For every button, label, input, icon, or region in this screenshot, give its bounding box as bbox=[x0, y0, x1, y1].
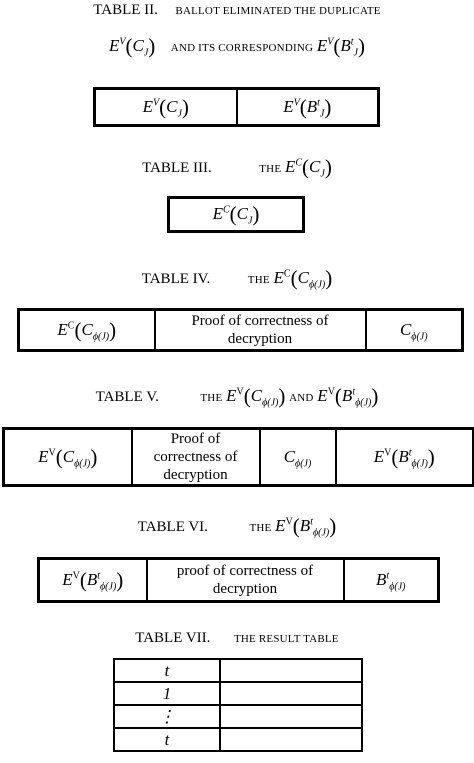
result-cell: ⋮ bbox=[113, 704, 221, 729]
table-iii: EC(CJ) bbox=[167, 196, 305, 233]
caption-text: BALLOT ELIMINATED THE DUPLICATE bbox=[175, 5, 381, 17]
table-ii-caption-line2: EV(CJ) AND ITS CORRESPONDING EV(BtJ) bbox=[109, 34, 365, 59]
cell-ev-cj: EV(CJ) bbox=[93, 87, 238, 127]
cell-cphi: Cϕ(J) bbox=[364, 308, 464, 352]
table-label: TABLE VI. bbox=[137, 519, 208, 535]
cell-ev-btphi: EV(Btϕ(J)) bbox=[334, 427, 474, 487]
caption-text: AND ITS CORRESPONDING bbox=[170, 42, 314, 54]
table-iii-caption: TABLE III. THE EC(CJ) bbox=[142, 155, 332, 180]
cell-ec-cj: EC(CJ) bbox=[167, 196, 305, 233]
result-table: t 1 ⋮ t bbox=[113, 658, 363, 752]
table-label: TABLE II. bbox=[93, 2, 158, 18]
table-iv: EC(Cϕ(J)) Proof of correctness of decryp… bbox=[17, 308, 464, 352]
cell-ev-cphi: EV(Cϕ(J)) bbox=[2, 427, 133, 487]
caption-text: THE bbox=[249, 522, 272, 534]
table-row: t bbox=[113, 727, 363, 752]
table-row: t bbox=[113, 658, 363, 683]
table-v: EV(Cϕ(J)) Proof of correctness of decryp… bbox=[2, 427, 474, 487]
table-label: TABLE III. bbox=[142, 160, 212, 176]
table-vi: EV(Btϕ(J)) proof of correctness of decry… bbox=[37, 557, 440, 603]
table-row: ⋮ bbox=[113, 704, 363, 729]
result-cell: t bbox=[113, 727, 221, 752]
result-cell bbox=[219, 727, 363, 752]
result-cell: 1 bbox=[113, 681, 221, 706]
cell-ev-btphi: EV(Btϕ(J)) bbox=[37, 557, 148, 603]
cell-ev-btj: EV(BtJ) bbox=[235, 87, 380, 127]
table-label: TABLE IV. bbox=[141, 271, 211, 287]
table-iv-caption: TABLE IV. THE EC(Cϕ(J)) bbox=[141, 266, 333, 291]
table-v-caption: TABLE V. THE EV(Cϕ(J)) AND EV(Btϕ(J)) bbox=[95, 384, 379, 409]
table-label: TABLE VII. bbox=[135, 630, 211, 646]
table-row: 1 bbox=[113, 681, 363, 706]
result-cell bbox=[219, 704, 363, 729]
cell-proof: Proof of correctness of decryption bbox=[130, 427, 261, 487]
caption-text: AND bbox=[289, 392, 314, 404]
result-cell: t bbox=[113, 658, 221, 683]
result-cell bbox=[219, 658, 363, 683]
table-ii: EV(CJ) EV(BtJ) bbox=[93, 87, 380, 127]
cell-proof: proof of correctness of decryption bbox=[145, 557, 345, 603]
caption-text: THE RESULT TABLE bbox=[233, 633, 339, 645]
cell-ec-cphi: EC(Cϕ(J)) bbox=[17, 308, 156, 352]
cell-btphi: Btϕ(J) bbox=[342, 557, 440, 603]
table-ii-caption: TABLE II. BALLOT ELIMINATED THE DUPLICAT… bbox=[0, 0, 474, 21]
result-cell bbox=[219, 681, 363, 706]
table-vi-caption: TABLE VI. THE EV(Btϕ(J)) bbox=[137, 514, 337, 539]
cell-proof: Proof of correctness of decryption bbox=[153, 308, 367, 352]
caption-text: THE bbox=[200, 392, 223, 404]
table-label: TABLE V. bbox=[95, 389, 159, 405]
table-vii-caption: TABLE VII. THE RESULT TABLE bbox=[0, 628, 474, 649]
cell-cphi: Cϕ(J) bbox=[258, 427, 337, 487]
caption-text: THE bbox=[247, 274, 270, 286]
caption-text: THE bbox=[259, 163, 282, 175]
